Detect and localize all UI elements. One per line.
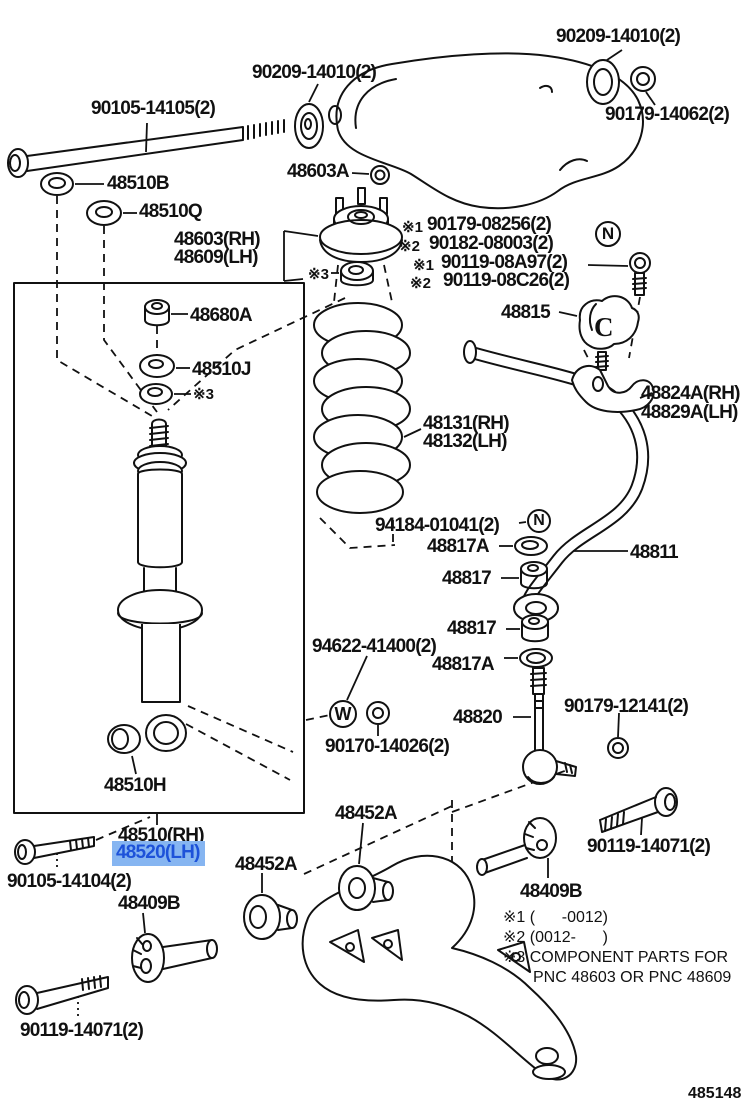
- part-label-94184-01041: 94184-01041(2): [375, 515, 500, 536]
- part-label-48520lh-highlighted[interactable]: 48520(LH): [112, 841, 205, 866]
- stabilizer-clamp-drawing: [558, 295, 640, 350]
- part-label-48131rh: 48131(RH): [423, 413, 510, 434]
- construction-lines: [56, 196, 641, 958]
- part-label-48603a: 48603A: [287, 161, 350, 182]
- shock-absorber-box: [13, 282, 305, 814]
- upper-control-arm-drawing: [294, 49, 656, 210]
- part-label-48452a-front: 48452A: [335, 803, 398, 824]
- nut-symbol-circle-top: N: [595, 221, 621, 247]
- part-label-48824arh: 48824A(RH): [641, 383, 740, 404]
- footnote-2: ※2 (0012- ): [503, 929, 608, 946]
- part-label-48409b-left: 48409B: [118, 893, 181, 914]
- part-label-48510q: 48510Q: [139, 201, 203, 222]
- coil-spring-drawing: [313, 302, 422, 514]
- part-label-48829alh: 48829A(LH): [641, 402, 738, 423]
- stabilizer-link-parts-drawing: [346, 521, 629, 785]
- stabilizer-bar-drawing: [463, 340, 650, 623]
- part-label-90209-14010-front: 90209-14010(2): [252, 62, 377, 83]
- part-label-48817-top: 48817: [442, 568, 492, 589]
- part-label-48510b: 48510B: [107, 173, 170, 194]
- part-label-48132lh: 48132(LH): [423, 431, 507, 452]
- part-label-90179-12141: 90179-12141(2): [564, 696, 689, 717]
- footnote-1: ※1 ( -0012): [503, 909, 608, 926]
- part-label-48820: 48820: [453, 707, 503, 728]
- long-bolt-drawing: [7, 119, 285, 178]
- part-label-90182-08003: 90182-08003(2): [429, 233, 554, 254]
- part-label-48609lh: 48609(LH): [174, 247, 258, 268]
- part-label-48452a-rear: 48452A: [235, 854, 298, 875]
- part-label-90119-14071-left: 90119-14071(2): [20, 1020, 144, 1041]
- part-label-48680a: 48680A: [190, 305, 253, 326]
- footnote-ref-1b: ※1: [413, 257, 434, 274]
- washer-symbol-circle: W: [329, 700, 357, 728]
- part-label-90179-08256: 90179-08256(2): [427, 214, 552, 235]
- washer-48510b-drawing: [40, 172, 104, 196]
- part-label-48815: 48815: [501, 302, 551, 323]
- part-label-48817a-bottom: 48817A: [432, 654, 495, 675]
- diagram-code: 485148: [688, 1085, 742, 1102]
- shock-absorber-drawing: [107, 299, 203, 825]
- washer-48510q-drawing: [86, 200, 137, 226]
- part-label-90119-14071-right: 90119-14071(2): [587, 836, 711, 857]
- footnote-ref-3a: ※3: [308, 266, 329, 283]
- part-label-94622-41400: 94622-41400(2): [312, 636, 437, 657]
- part-label-48510j: 48510J: [192, 359, 251, 380]
- support-mount-drawing: [283, 165, 403, 287]
- part-label-48817-bottom: 48817: [447, 618, 497, 639]
- part-label-90170-14026: 90170-14026(2): [325, 736, 450, 757]
- footnote-ref-2a: ※2: [399, 238, 420, 255]
- footnote-ref-2b: ※2: [410, 275, 431, 292]
- lower-control-arm-drawing: [14, 787, 678, 1081]
- part-label-90105-14104: 90105-14104(2): [7, 871, 132, 892]
- part-label-48510h: 48510H: [104, 775, 167, 796]
- footnote-3-line2: PNC 48603 OR PNC 48609: [533, 969, 732, 986]
- footnote-ref-1a: ※1: [402, 219, 423, 236]
- nut-symbol-circle-middle: N: [527, 509, 551, 533]
- part-label-90209-14010-rear: 90209-14010(2): [556, 26, 681, 47]
- stabilizer-bracket-drawing: [571, 351, 655, 413]
- part-label-90105-14105: 90105-14105(2): [91, 98, 216, 119]
- part-label-48409b-right: 48409B: [520, 881, 583, 902]
- part-label-48603rh: 48603(RH): [174, 229, 261, 250]
- part-label-90179-14062: 90179-14062(2): [605, 104, 730, 125]
- clamp-c-marker: C: [594, 312, 614, 342]
- part-label-90119-08a97: 90119-08A97(2): [441, 252, 568, 273]
- part-label-48817a-top: 48817A: [427, 536, 490, 557]
- part-label-48510rh: 48510(RH): [118, 825, 205, 846]
- footnote-3: ※3 COMPONENT PARTS FOR: [503, 949, 728, 966]
- part-label-48811: 48811: [630, 542, 679, 563]
- part-label-90119-08c26: 90119-08C26(2): [443, 270, 570, 291]
- footnote-ref-3b: ※3: [193, 386, 214, 403]
- mount-bolt-drawing: [587, 252, 651, 296]
